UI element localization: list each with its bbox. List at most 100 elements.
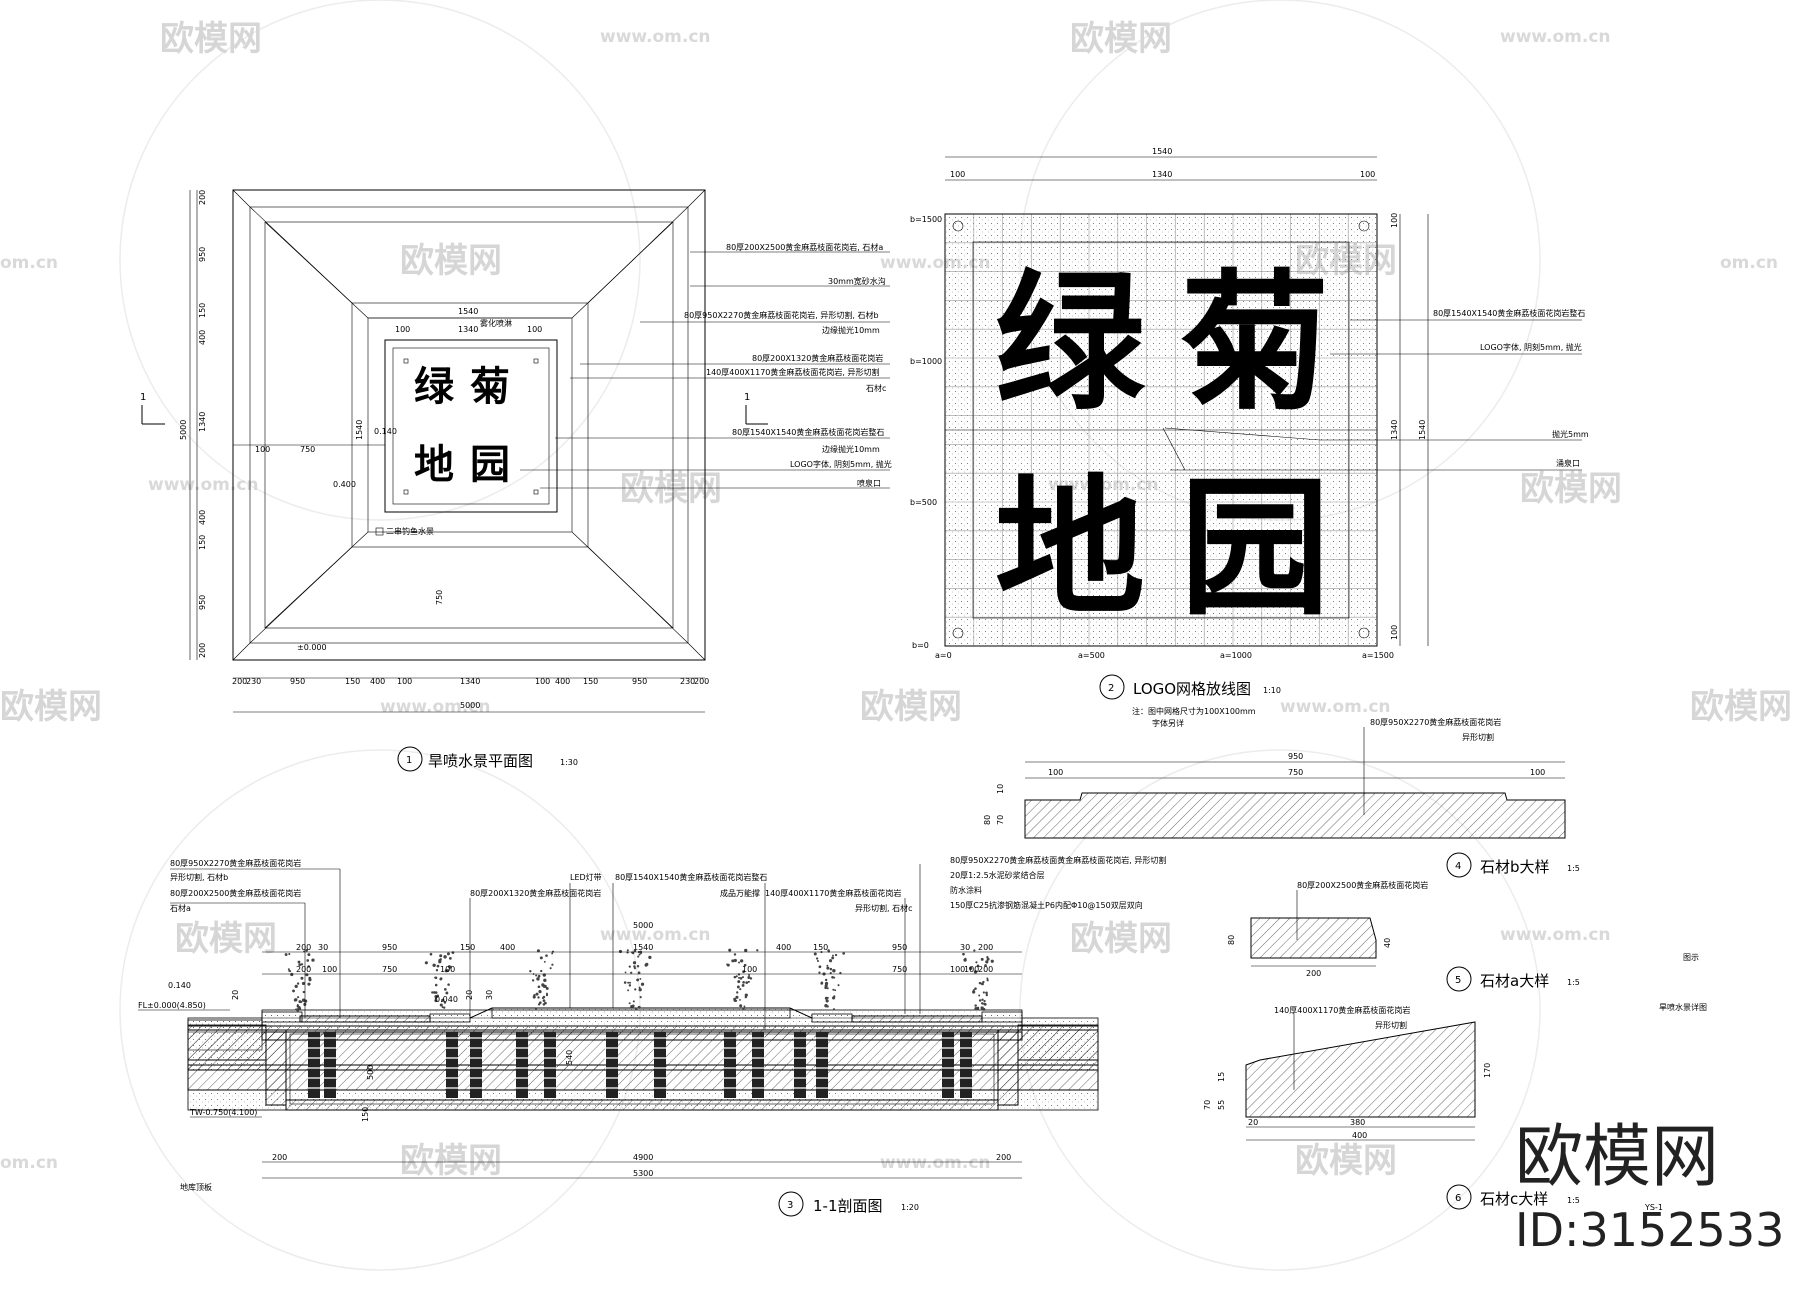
- plan-title: 1 旱喷水景平面图 1:30: [398, 747, 578, 771]
- spray-droplet: [624, 981, 627, 984]
- spray-droplet: [977, 1008, 979, 1010]
- svg-text:20: 20: [231, 990, 240, 1000]
- svg-text:FL±0.000(4.850): FL±0.000(4.850): [138, 1001, 206, 1010]
- sheet-legend: 图示: [1683, 953, 1699, 962]
- svg-text:www.om.cn: www.om.cn: [1500, 925, 1611, 945]
- svg-text:抛光5mm: 抛光5mm: [1552, 429, 1589, 439]
- spray-droplet: [629, 982, 631, 984]
- spray-droplet: [430, 953, 433, 956]
- spray-droplet: [449, 957, 452, 960]
- svg-text:200: 200: [978, 943, 993, 952]
- spray-droplet: [288, 968, 290, 970]
- watermark-site: om.cn: [0, 1153, 58, 1173]
- spray-droplet: [827, 987, 829, 989]
- svg-text:0.140: 0.140: [168, 981, 191, 990]
- svg-text:150: 150: [361, 1107, 370, 1122]
- svg-text:100: 100: [1360, 170, 1375, 179]
- spray-droplet: [831, 976, 834, 979]
- watermark-brand: 欧模网: [860, 687, 962, 727]
- svg-text:230: 230: [246, 677, 261, 686]
- svg-text:边缘抛光10mm: 边缘抛光10mm: [822, 325, 880, 335]
- svg-text:成品万能撑: 成品万能撑: [720, 888, 760, 898]
- svg-text:石材c: 石材c: [866, 383, 886, 393]
- svg-text:100: 100: [440, 965, 455, 974]
- svg-text:LOGO字体, 阴刻5mm, 抛光: LOGO字体, 阴刻5mm, 抛光: [790, 459, 892, 469]
- spray-droplet: [739, 1004, 742, 1007]
- section-notes-mid: LED灯带 80厚200X1320黄金麻荔枝面花岗岩 80厚1540X1540黄…: [470, 872, 912, 913]
- svg-text:ID:3152533: ID:3152533: [1515, 1203, 1784, 1257]
- logo-grid-left-labels: b=1500 b=1000 b=500 b=0: [910, 215, 942, 650]
- svg-text:80厚200X2500黄金麻荔枝面花岗岩: 80厚200X2500黄金麻荔枝面花岗岩: [1297, 880, 1428, 890]
- logo-grid-view: 绿 菊 地 园 1540 100 1340 100 b=1500 b=1000 …: [910, 147, 1589, 728]
- spray-droplet: [296, 1008, 299, 1011]
- spray-droplet: [739, 999, 741, 1001]
- spray-droplet: [636, 978, 639, 981]
- svg-text:80厚1540X1540黄金麻荔枝面花岗岩整石: 80厚1540X1540黄金麻荔枝面花岗岩整石: [615, 872, 767, 882]
- spray-droplet: [633, 965, 635, 967]
- spray-droplet: [543, 979, 546, 982]
- spray-droplet: [439, 954, 442, 957]
- spray-droplet: [974, 1004, 976, 1006]
- svg-text:80厚200X2500黄金麻荔枝面花岗岩, 石材a: 80厚200X2500黄金麻荔枝面花岗岩, 石材a: [726, 242, 883, 252]
- svg-text:30: 30: [485, 990, 494, 1000]
- spray-droplet: [629, 1002, 631, 1004]
- svg-text:欧模网: 欧模网: [160, 19, 262, 59]
- svg-text:150: 150: [198, 535, 207, 550]
- watermark-brand: 欧模网: [1520, 469, 1622, 509]
- svg-text:b=0: b=0: [912, 641, 929, 650]
- spray-droplet: [979, 999, 981, 1001]
- stone-b-title: 4 石材b大样 1:5: [1447, 853, 1580, 877]
- svg-text:菊: 菊: [470, 364, 510, 410]
- svg-text:a=0: a=0: [935, 651, 952, 660]
- spray-droplet: [633, 1000, 635, 1002]
- spray-droplet: [975, 961, 977, 963]
- spray-droplet: [630, 1005, 633, 1008]
- spray-droplet: [303, 991, 305, 993]
- spray-droplet: [307, 953, 310, 956]
- svg-text:950: 950: [382, 943, 397, 952]
- svg-text:100: 100: [322, 965, 337, 974]
- spray-droplet: [630, 972, 632, 974]
- svg-text:1:30: 1:30: [560, 758, 578, 767]
- spray-droplet: [816, 957, 818, 959]
- svg-text:边缘抛光10mm: 边缘抛光10mm: [822, 444, 880, 454]
- svg-text:欧模网: 欧模网: [175, 919, 277, 959]
- corner-brand: 欧模网 ID:3152533: [1515, 1118, 1784, 1257]
- svg-text:6: 6: [1455, 1193, 1461, 1204]
- watermark-site: www.om.cn: [1500, 27, 1611, 47]
- svg-text:200: 200: [232, 677, 247, 686]
- svg-text:200: 200: [996, 1153, 1011, 1162]
- spray-droplet: [619, 950, 622, 953]
- spray-droplet: [826, 1005, 828, 1007]
- spray-droplet: [726, 963, 728, 965]
- svg-text:欧模网: 欧模网: [1070, 919, 1172, 959]
- svg-text:www.om.cn: www.om.cn: [880, 1153, 991, 1173]
- logo-grid-notes: 80厚1540X1540黄金麻荔枝面花岗岩整石 LOGO字体, 阴刻5mm, 抛…: [1433, 308, 1589, 468]
- spray-droplet: [638, 971, 641, 974]
- svg-text:旱喷水景平面图: 旱喷水景平面图: [428, 752, 533, 770]
- svg-text:5000: 5000: [179, 420, 188, 440]
- spray-droplet: [627, 989, 629, 991]
- spray-droplet: [302, 982, 305, 985]
- spray-droplet: [550, 967, 552, 969]
- watermark-site: www.om.cn: [1280, 697, 1391, 717]
- svg-text:园: 园: [470, 442, 510, 488]
- spray-droplet: [637, 965, 639, 967]
- svg-text:540: 540: [565, 1050, 574, 1065]
- svg-text:80: 80: [983, 815, 992, 825]
- logo-grid-bottom-labels: a=0 a=500 a=1000 a=1500: [935, 651, 1394, 660]
- svg-text:40: 40: [1383, 938, 1392, 948]
- spray-droplet: [538, 985, 541, 988]
- svg-text:150: 150: [460, 943, 475, 952]
- spray-droplet: [535, 975, 537, 977]
- svg-text:20厚1:2.5水泥砂浆结合层: 20厚1:2.5水泥砂浆结合层: [950, 870, 1045, 880]
- svg-text:230: 230: [680, 677, 695, 686]
- spray-droplet: [814, 952, 817, 955]
- spray-droplet: [734, 953, 736, 955]
- spray-droplet: [633, 961, 636, 964]
- svg-text:380: 380: [1350, 1118, 1365, 1127]
- svg-text:70: 70: [996, 815, 1005, 825]
- svg-text:欧模网: 欧模网: [620, 469, 722, 509]
- spray-droplet: [984, 1000, 986, 1002]
- svg-text:750: 750: [300, 445, 315, 454]
